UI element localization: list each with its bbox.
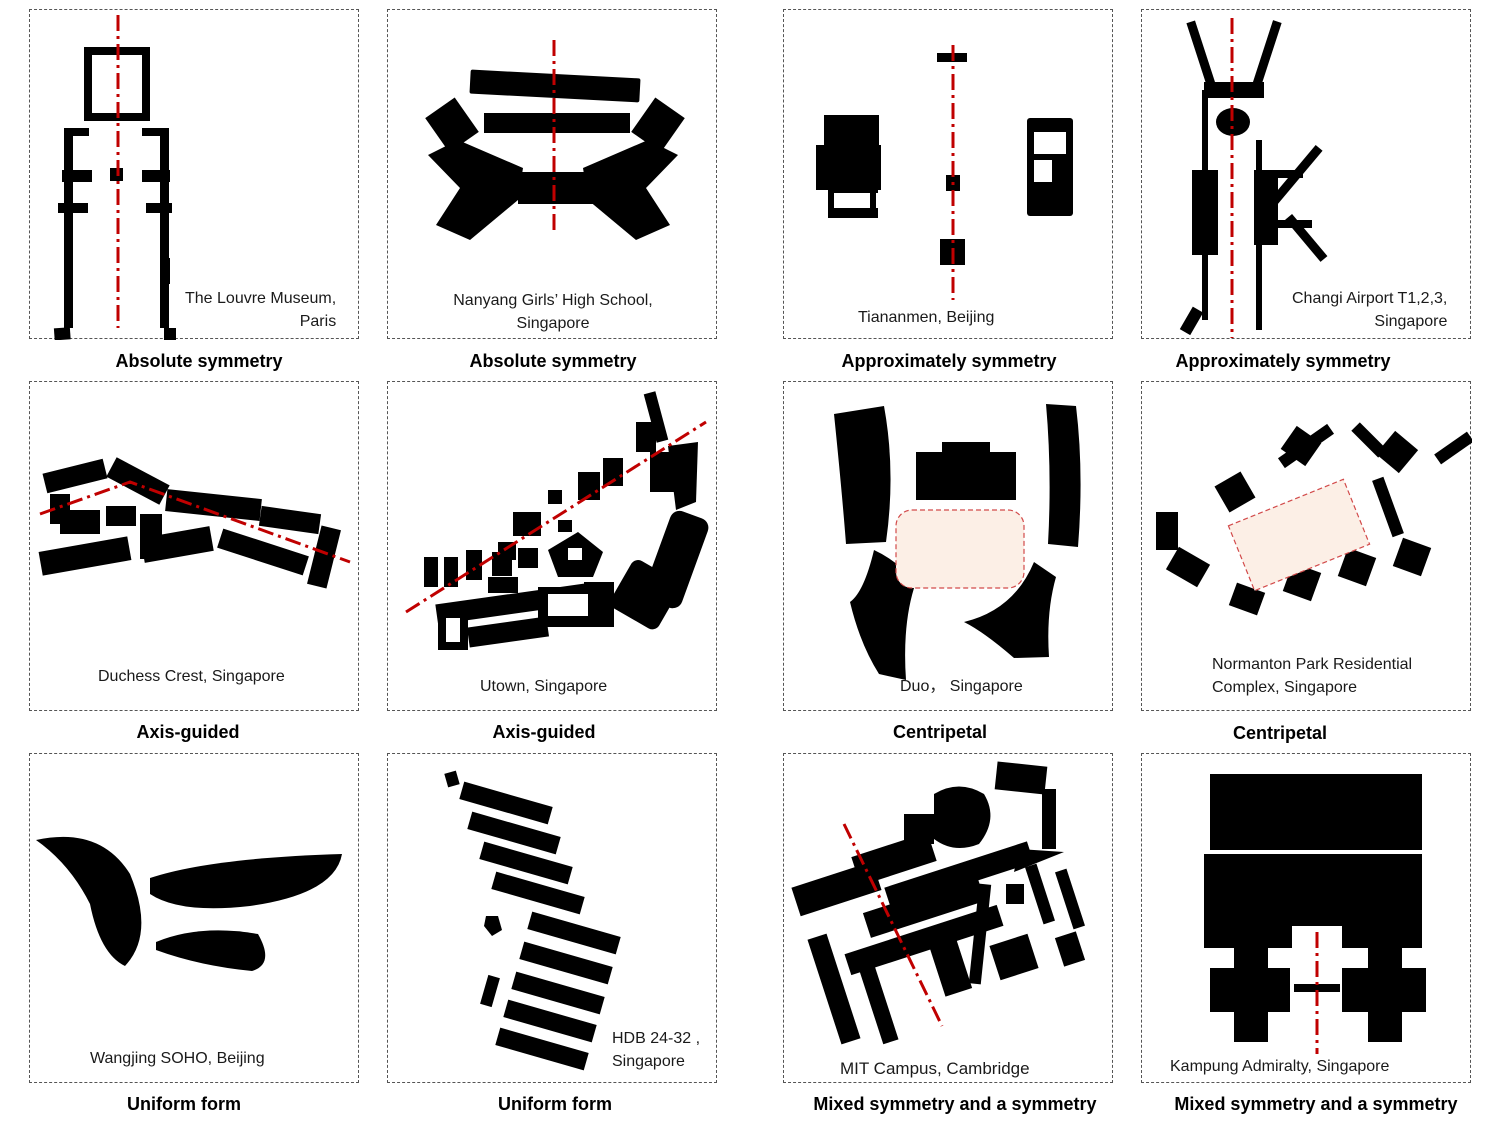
category-label: Absolute symmetry (115, 351, 283, 371)
place-label: HDB 24-32 , Singapore (612, 1030, 701, 1070)
place-label: Normanton Park Residential Complex, Sing… (1212, 656, 1413, 696)
panel-wangjing-soho: Wangjing SOHO, Beijing (29, 753, 359, 1083)
place-label: Duo， Singapore (900, 678, 1023, 695)
category-label: Uniform form (498, 1094, 612, 1114)
category-label: Uniform form (127, 1094, 241, 1114)
louvre-figure-ground (53, 15, 176, 340)
changi-figure-ground (1179, 18, 1328, 338)
panel-changi: Changi Airport T1,2,3, Singapore (1141, 9, 1471, 339)
category-label: Centripetal (892, 722, 988, 742)
mixed-axis (842, 823, 944, 1027)
wangjing-soho-figure-ground (36, 836, 342, 971)
place-label: Nanyang Girls’ High School, Singapore (453, 292, 653, 332)
category-label: Absolute symmetry (469, 351, 637, 371)
category-label: Axis-guided (136, 722, 240, 742)
place-label: Utown, Singapore (480, 678, 608, 695)
mit-figure-ground (791, 761, 1086, 1045)
kampung-admiralty-figure-ground (1204, 774, 1426, 1054)
category-label: Mixed symmetry and a symmetry (813, 1094, 1097, 1114)
place-label: Changi Airport T1,2,3, Singapore (1292, 290, 1448, 330)
panel-hdb: HDB 24-32 , Singapore (387, 753, 717, 1083)
panel-kampung-admiralty: Kampung Admiralty, Singapore (1141, 753, 1471, 1083)
category-label: Axis-guided (492, 722, 596, 742)
hdb-figure-ground (444, 770, 621, 1071)
place-label: Duchess Crest, Singapore (98, 668, 285, 685)
panel-normanton: Normanton Park Residential Complex, Sing… (1141, 381, 1472, 711)
place-label: Kampung Admiralty, Singapore (1170, 1058, 1390, 1075)
category-label: Mixed symmetry and a symmetry (1174, 1094, 1458, 1114)
utown-figure-ground (405, 391, 709, 650)
duo-figure-ground (834, 404, 1081, 680)
place-label: Wangjing SOHO, Beijing (90, 1050, 265, 1067)
panel-utown: Utown, Singapore (387, 381, 717, 711)
tiananmen-figure-ground (816, 45, 1073, 300)
category-label: Centripetal (1232, 723, 1328, 743)
panel-louvre: The Louvre Museum, Paris (29, 9, 359, 340)
place-label: MIT Campus, Cambridge (840, 1059, 1030, 1078)
panel-tiananmen: Tiananmen, Beijing (783, 9, 1113, 339)
nanyang-figure-ground (425, 40, 685, 240)
category-label: Approximately symmetry (1175, 351, 1391, 371)
place-label: The Louvre Museum, Paris (185, 290, 337, 330)
panel-nanyang: Nanyang Girls’ High School, Singapore (387, 9, 717, 339)
centre-space (895, 509, 1025, 589)
panel-duchess-crest: Duchess Crest, Singapore (29, 381, 359, 711)
guiding-axis (405, 420, 707, 614)
normanton-figure-ground (1156, 422, 1472, 616)
panel-duo: Duo， Singapore (783, 381, 1113, 711)
centre-space (1227, 478, 1371, 592)
guiding-axis (39, 480, 351, 564)
duchess-crest-figure-ground (38, 457, 351, 589)
panel-mit: MIT Campus, Cambridge (783, 753, 1113, 1083)
place-label: Tiananmen, Beijing (858, 309, 995, 326)
category-label: Approximately symmetry (841, 351, 1057, 371)
